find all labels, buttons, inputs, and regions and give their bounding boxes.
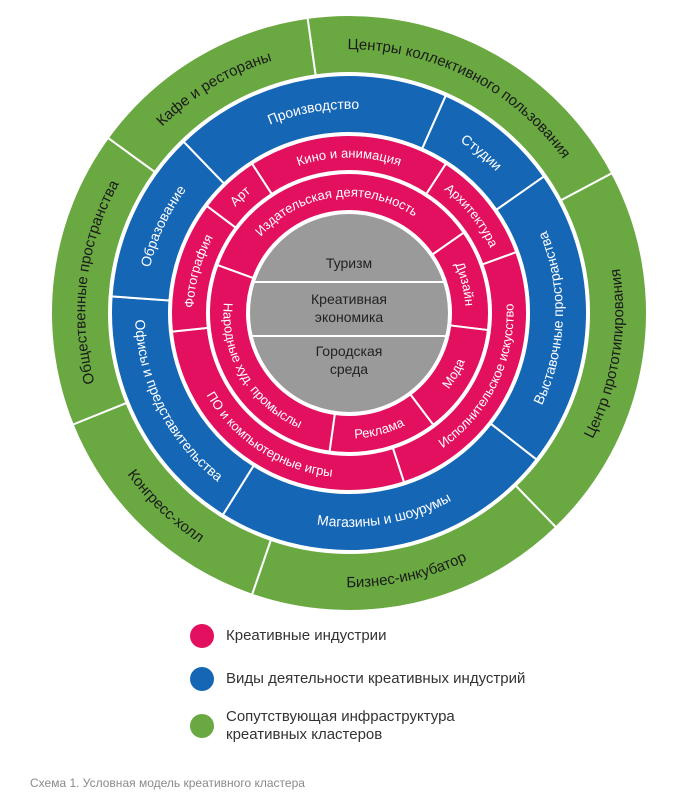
center-creative-economy-line2: экономика [315,309,384,325]
legend-dot-blue [190,667,214,691]
center-circle: Туризм Креативная экономика Городская ср… [248,212,450,414]
legend-dot-pink [190,624,214,648]
center-urban-environment-line1: Городская [316,343,383,359]
activity-segment [110,140,226,302]
center-creative-economy-line1: Креативная [311,291,387,307]
center-tourism: Туризм [326,255,372,271]
infrastructure-segment [106,16,317,174]
industry-inner-segment [208,263,336,453]
legend-dot-green [190,714,214,738]
legend-label-line1: Сопутствующая инфраструктура [226,708,455,725]
legend: Креативные индустрии Виды деятельности к… [190,622,650,748]
legend-item-creative-industries: Креативные индустрии [190,622,650,662]
center-urban-environment-line2: среда [330,361,368,377]
industry-outer-segment [205,162,274,229]
figure-caption: Схема 1. Условная модель креативного кла… [30,776,305,790]
legend-label: Виды деятельности креативных индустрий [226,670,526,687]
legend-item-infrastructure: Сопутствующая инфраструктура креативных … [190,708,650,748]
legend-label-line2: креативных кластеров [226,726,383,743]
legend-label: Креативные индустрии [226,627,387,644]
legend-item-activities: Виды деятельности креативных индустрий [190,665,650,705]
